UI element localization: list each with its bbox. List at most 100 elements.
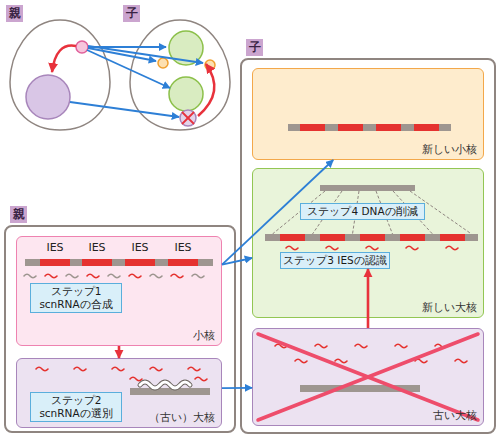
step-box: ステップ1 scnRNAの合成 [30, 283, 122, 313]
new-macronucleus-dna [400, 234, 425, 241]
step-box: ステップ4 DNAの削減 [300, 203, 425, 220]
flow-arrow [222, 387, 252, 389]
micronucleus-dna [198, 259, 213, 266]
micronucleus-dna [45, 274, 57, 278]
degraded-macronucleus [455, 359, 467, 363]
cell-illustration [76, 41, 88, 53]
new-micronucleus-dna [376, 124, 401, 131]
old-macronucleus-scnrna [140, 382, 190, 388]
cell-illustration [88, 46, 203, 63]
old-macronucleus-scnrna [188, 367, 200, 371]
micronucleus-dna [150, 274, 162, 278]
new-macronucleus-dna [273, 191, 326, 234]
new-micronucleus-dna [338, 124, 363, 131]
old-macronucleus-scnrna [140, 382, 190, 388]
new-macronucleus-dna [376, 191, 393, 234]
new-macronucleus-dna [265, 185, 478, 250]
new-macronucleus-dna [273, 191, 472, 234]
parent-panel: 親IESIESIESIES小核ステップ1 scnRNAの合成（古い）大核ステップ… [4, 225, 236, 433]
nucleus-label: （古い）大核 [149, 411, 215, 424]
micronucleus-dna [171, 274, 183, 278]
macronucleus-box: （古い）大核 ステップ2 scnRNAの選別 [16, 358, 222, 428]
new-micronucleus-box: 新しい小核 [252, 68, 484, 160]
new-macronucleus-dna [440, 234, 465, 241]
new-macronucleus-dna [305, 234, 320, 241]
cell-illustration [169, 77, 203, 111]
old-macronucleus-scnrna [36, 367, 48, 371]
cell-illustration [158, 58, 168, 68]
degraded-macronucleus [315, 344, 327, 348]
new-macronucleus-dna [406, 246, 418, 250]
micronucleus-dna [70, 259, 82, 266]
cell-illustration [88, 46, 166, 48]
cell-tag: 親 [6, 5, 23, 22]
degraded-macronucleus [435, 344, 447, 348]
cell-illustration [87, 50, 170, 88]
nucleus-label: 新しい小核 [422, 143, 477, 156]
degraded-macronucleus [275, 344, 287, 348]
new-macronucleus-dna [393, 191, 433, 234]
old-macronucleus-scnrna [74, 367, 86, 371]
micronucleus-dna [108, 274, 120, 278]
new-macronucleus-box: 新しい大核ステップ4 DNAの削減ステップ3 IESの認識 [252, 168, 484, 318]
cell-tag: 子 [123, 5, 140, 22]
new-micronucleus-dna [288, 124, 300, 131]
new-micronucleus-dna [401, 124, 414, 131]
panel-heading: 子 [246, 39, 263, 56]
micronucleus-dna [168, 259, 198, 266]
new-macronucleus-dna [385, 234, 400, 241]
new-micronucleus-dna [300, 124, 325, 131]
old-macronucleus-scnrna [150, 367, 162, 371]
cell-illustration [26, 75, 70, 119]
micronucleus-dna [129, 274, 141, 278]
segment-label: IES [171, 241, 195, 254]
new-micronucleus-dna [288, 124, 451, 131]
new-micronucleus-dna [325, 124, 338, 131]
new-macronucleus-dna [265, 234, 280, 241]
degraded-macronucleus [355, 344, 367, 348]
cell-illustration [182, 112, 194, 124]
new-macronucleus-dna [366, 246, 378, 250]
new-macronucleus-dna [280, 234, 305, 241]
step-label: ステップ1 scnRNAの合成 [31, 285, 121, 311]
new-micronucleus-dna [414, 124, 439, 131]
micronucleus-dna [87, 274, 99, 278]
step-box: ステップ2 scnRNAの選別 [30, 392, 122, 422]
cell-illustration [52, 46, 76, 72]
new-macronucleus-dna [465, 234, 478, 241]
cell-illustration [198, 64, 214, 116]
cell-illustration [169, 31, 203, 65]
micronucleus-box: IESIESIESIES小核ステップ1 scnRNAの合成 [16, 236, 222, 346]
new-macronucleus-dna [425, 234, 440, 241]
child-panel: 子新しい小核新しい大核ステップ4 DNAの削減ステップ3 IESの認識古い大核 [240, 58, 496, 434]
new-macronucleus-dna [313, 191, 343, 234]
new-macronucleus-dna [320, 185, 415, 191]
new-macronucleus-dna [360, 234, 385, 241]
step-label: ステップ2 scnRNAの選別 [31, 394, 121, 420]
flow-arrow [222, 258, 252, 265]
cell-illustration [88, 48, 156, 61]
micronucleus-dna [155, 259, 168, 266]
old-macronucleus-scnrna [130, 388, 210, 395]
degraded-macronucleus [295, 359, 307, 363]
panel-heading: 親 [10, 206, 27, 223]
degraded-macronucleus [335, 359, 347, 363]
micronucleus-dna [40, 259, 70, 266]
flow-arrow [367, 269, 370, 328]
nucleus-label: 古い大核 [433, 409, 477, 422]
micronucleus-dna [24, 274, 36, 278]
degraded-macronucleus [300, 385, 420, 392]
cell-illustration [182, 112, 194, 124]
old-macronucleus-scnrna [130, 377, 142, 381]
new-macronucleus-dna [410, 191, 472, 234]
degraded-macronucleus [258, 334, 478, 420]
old-macronucleus-box: 古い大核 [252, 328, 484, 426]
segment-label: IES [85, 241, 109, 254]
new-macronucleus-dna [345, 234, 360, 241]
cell-illustration [205, 60, 215, 70]
segment-label: IES [128, 241, 152, 254]
old-macronucleus-scnrna [112, 367, 124, 371]
